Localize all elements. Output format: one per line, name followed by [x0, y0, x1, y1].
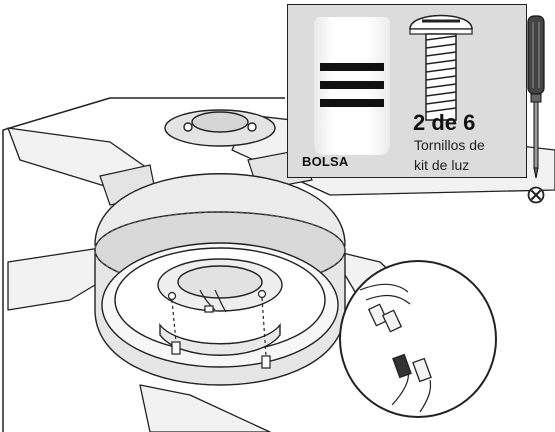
hardware-count: 2 de 6 — [413, 110, 476, 135]
housing-wires — [199, 289, 227, 313]
hardware-description-line2: kit de luz — [414, 157, 470, 173]
switch-housing — [94, 211, 346, 386]
hardware-callout: BOLSA 2 de 6 Tornillos de kit de luz — [287, 4, 527, 178]
bag-label: BOLSA — [302, 154, 349, 169]
bag-stripe — [320, 99, 384, 107]
light-kit-screws — [167, 289, 271, 369]
screw-icon — [409, 14, 473, 121]
connector-zoom-detail — [339, 260, 497, 418]
detail-frame — [2, 97, 285, 432]
hardware-bag-icon — [314, 17, 390, 155]
phillips-screwdriver-icon — [527, 15, 545, 179]
wire-connector-male — [367, 303, 389, 327]
bag-stripe — [320, 63, 384, 71]
bag-stripe — [320, 81, 384, 89]
blade-left — [7, 247, 101, 311]
wire-connector-female — [392, 353, 412, 379]
prohibited-icon — [527, 186, 545, 204]
hardware-description-line1: Tornillos de — [414, 137, 485, 153]
blade-bottom — [139, 384, 271, 432]
